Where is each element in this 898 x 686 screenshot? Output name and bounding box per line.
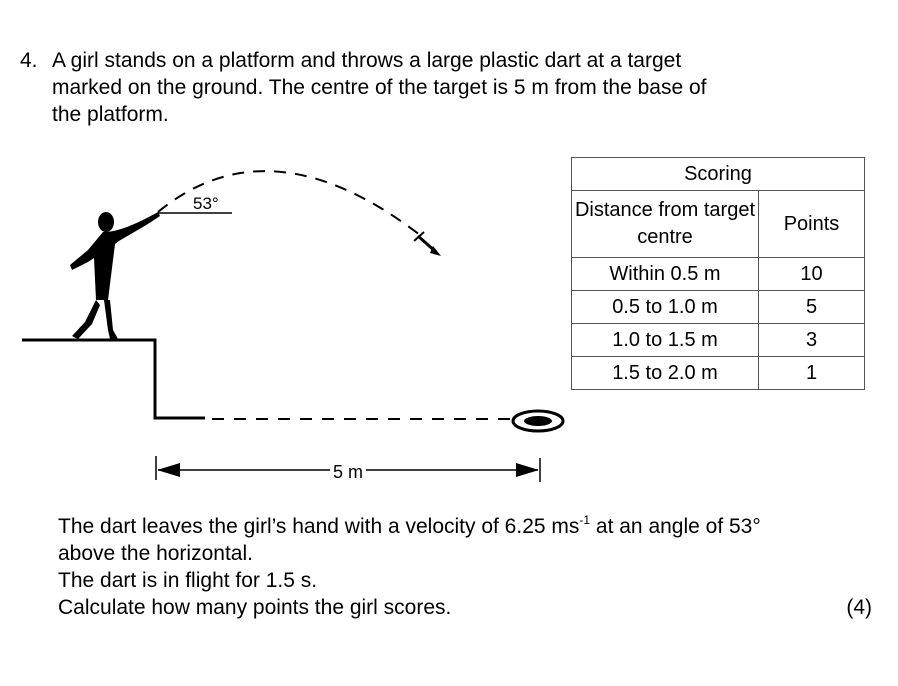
table-row: 0.5 to 1.0 m 5 <box>571 290 865 324</box>
points-cell: 3 <box>758 323 865 357</box>
column-header-distance: Distance from target centre <box>571 190 759 258</box>
points-cell: 10 <box>758 257 865 291</box>
table-row: 1.5 to 2.0 m 1 <box>571 356 865 390</box>
question-text: A girl stands on a platform and throws a… <box>52 47 812 128</box>
column-header-points: Points <box>758 190 865 258</box>
points-cell: 1 <box>758 356 865 390</box>
question-line: A girl stands on a platform and throws a… <box>52 49 682 72</box>
question-line: the platform. <box>52 103 169 126</box>
question-line: marked on the ground. The centre of the … <box>52 76 707 99</box>
table-title: Scoring <box>571 157 865 191</box>
table-row: Within 0.5 m 10 <box>571 257 865 291</box>
distance-cell: Within 0.5 m <box>571 257 759 291</box>
body-text-part: The dart leaves the girl’s hand with a v… <box>58 515 580 538</box>
body-line: The dart leaves the girl’s hand with a v… <box>58 513 761 540</box>
trajectory-dashed-line <box>157 170 421 236</box>
distance-cell: 1.5 to 2.0 m <box>571 356 759 390</box>
table-row: 1.0 to 1.5 m 3 <box>571 323 865 357</box>
distance-label: 5 m <box>330 462 367 482</box>
unit-superscript: -1 <box>579 513 591 527</box>
distance-cell: 1.0 to 1.5 m <box>571 323 759 357</box>
question-body: The dart leaves the girl’s hand with a v… <box>58 513 761 621</box>
dart-icon <box>413 231 441 256</box>
body-line: above the horizontal. <box>58 542 253 565</box>
body-line: The dart is in flight for 1.5 s. <box>58 569 318 592</box>
scoring-table: Scoring Distance from target centre Poin… <box>571 157 865 390</box>
target-icon <box>511 409 565 433</box>
distance-cell: 0.5 to 1.0 m <box>571 290 759 324</box>
body-text-part: at an angle of 53° <box>590 515 761 538</box>
angle-label: 53° <box>193 194 219 213</box>
question-number: 4. <box>20 49 38 72</box>
points-cell: 5 <box>758 290 865 324</box>
girl-silhouette-icon <box>70 212 160 339</box>
marks-label: (4) <box>846 596 872 619</box>
body-line: Calculate how many points the girl score… <box>58 596 452 619</box>
platform-outline <box>22 338 205 420</box>
